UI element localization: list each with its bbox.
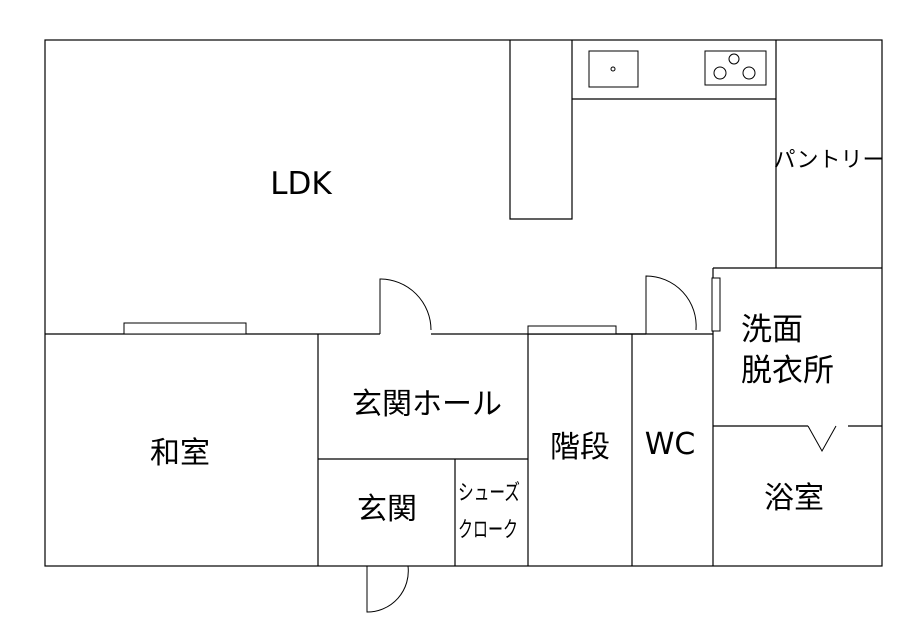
- room-label-japanese-room: 和室: [150, 436, 210, 471]
- bath-door-icon: [807, 425, 837, 453]
- room-label-stairs: 階段: [550, 430, 610, 465]
- room-label-bathroom: 浴室: [764, 481, 824, 516]
- window-icon: [527, 325, 617, 335]
- sink-drain-icon: [610, 66, 616, 72]
- door-swing-icon: [379, 278, 432, 334]
- burner-icon: [713, 66, 727, 80]
- room-label-entrance: 玄関: [357, 492, 417, 527]
- room-label-washroom: 脱衣所: [741, 353, 834, 389]
- door-swing-icon: [645, 275, 697, 334]
- room-label-shoe-closet: クローク: [458, 518, 518, 543]
- burner-icon: [728, 53, 740, 65]
- sliding-door-icon: [711, 277, 721, 332]
- room-label-wc: WC: [645, 427, 696, 462]
- burner-icon: [742, 66, 756, 80]
- kitchen-island: [509, 40, 573, 220]
- outer-wall: [44, 39, 883, 567]
- room-label-washroom: 洗面: [741, 312, 803, 348]
- front-door-icon: [366, 565, 409, 613]
- room-label-shoe-closet: シューズ: [458, 481, 520, 506]
- window-icon: [123, 322, 247, 335]
- room-label-entrance-hall: 玄関ホール: [352, 387, 502, 422]
- room-label-ldk: LDK: [270, 166, 332, 202]
- room-label-pantry: パントリー: [773, 148, 884, 173]
